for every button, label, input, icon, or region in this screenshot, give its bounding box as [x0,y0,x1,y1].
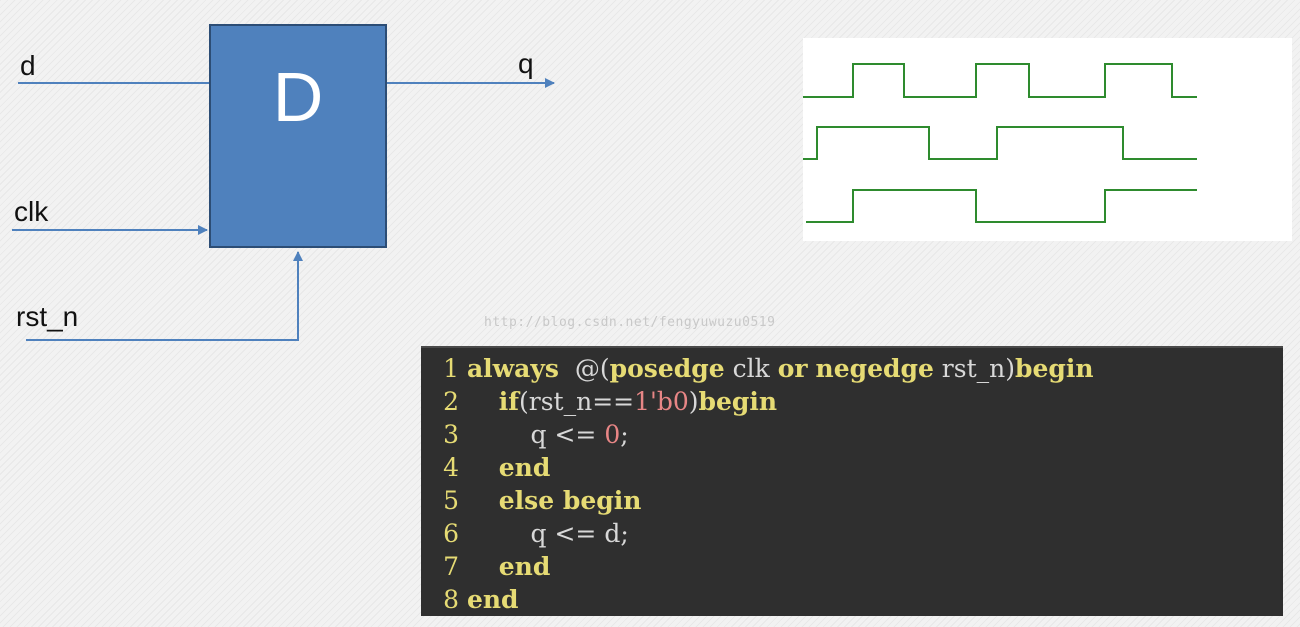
code-token [467,453,499,482]
code-token [467,486,499,515]
code-token: always [466,354,559,383]
port-label-d: d [20,50,36,81]
line-number: 3 [443,420,459,449]
code-token: clk [724,354,778,383]
code-token: q <= [466,420,605,449]
timing-waveforms [803,63,1197,223]
code-token [467,552,499,581]
d-flip-flop-block: D [209,24,387,248]
code-line: 6 q <= d; [421,517,629,550]
code-line: 7 end [421,550,550,583]
port-label-rst-n: rst_n [16,301,79,332]
code-token: if [498,387,520,416]
line-number: 2 [443,387,459,416]
code-token [808,354,816,383]
code-token: begin [1015,354,1094,383]
code-token: else begin [498,486,642,515]
timing-waveform-panel [803,38,1292,241]
line-number: 4 [443,453,459,482]
code-token: ; [620,420,629,449]
code-token: rst_n) [933,354,1015,383]
line-number: 1 [443,354,459,383]
waveform-clk [803,63,1197,98]
code-line: 4 end [421,451,550,484]
watermark: http://blog.csdn.net/fengyuwuzu0519 [484,315,776,330]
block-label: D [272,58,324,136]
code-line: 3 q <= 0; [421,418,629,451]
code-token: end [498,453,551,482]
code-token: 1'b0 [634,387,689,416]
code-token [467,387,499,416]
code-token: 0 [604,420,621,449]
code-token: end [498,552,551,581]
code-token: posedge [609,354,725,383]
code-line: 1 always @(posedge clk or negedge rst_n)… [421,352,1094,385]
code-token: ) [688,387,699,416]
code-token: negedge [815,354,934,383]
line-number: 5 [443,486,459,515]
code-line: 5 else begin [421,484,641,517]
code-token: q <= d; [466,519,629,548]
port-label-clk: clk [14,196,49,227]
line-number: 6 [443,519,459,548]
line-number: 8 [443,585,459,614]
code-line: 2 if(rst_n==1'b0)begin [421,385,777,418]
code-panel: 1 always @(posedge clk or negedge rst_n)… [421,346,1283,616]
line-number: 7 [443,552,459,581]
code-token: (rst_n== [519,387,635,416]
code-token: end [466,585,519,614]
code-token: @( [558,354,610,383]
code-line: 8 end [421,583,519,616]
rst-n-input-wire [26,251,303,341]
waveform-d [803,126,1197,160]
code-token: begin [698,387,778,416]
port-label-q: q [518,48,534,79]
code-token: or [777,354,808,383]
waveform-q [806,189,1197,223]
